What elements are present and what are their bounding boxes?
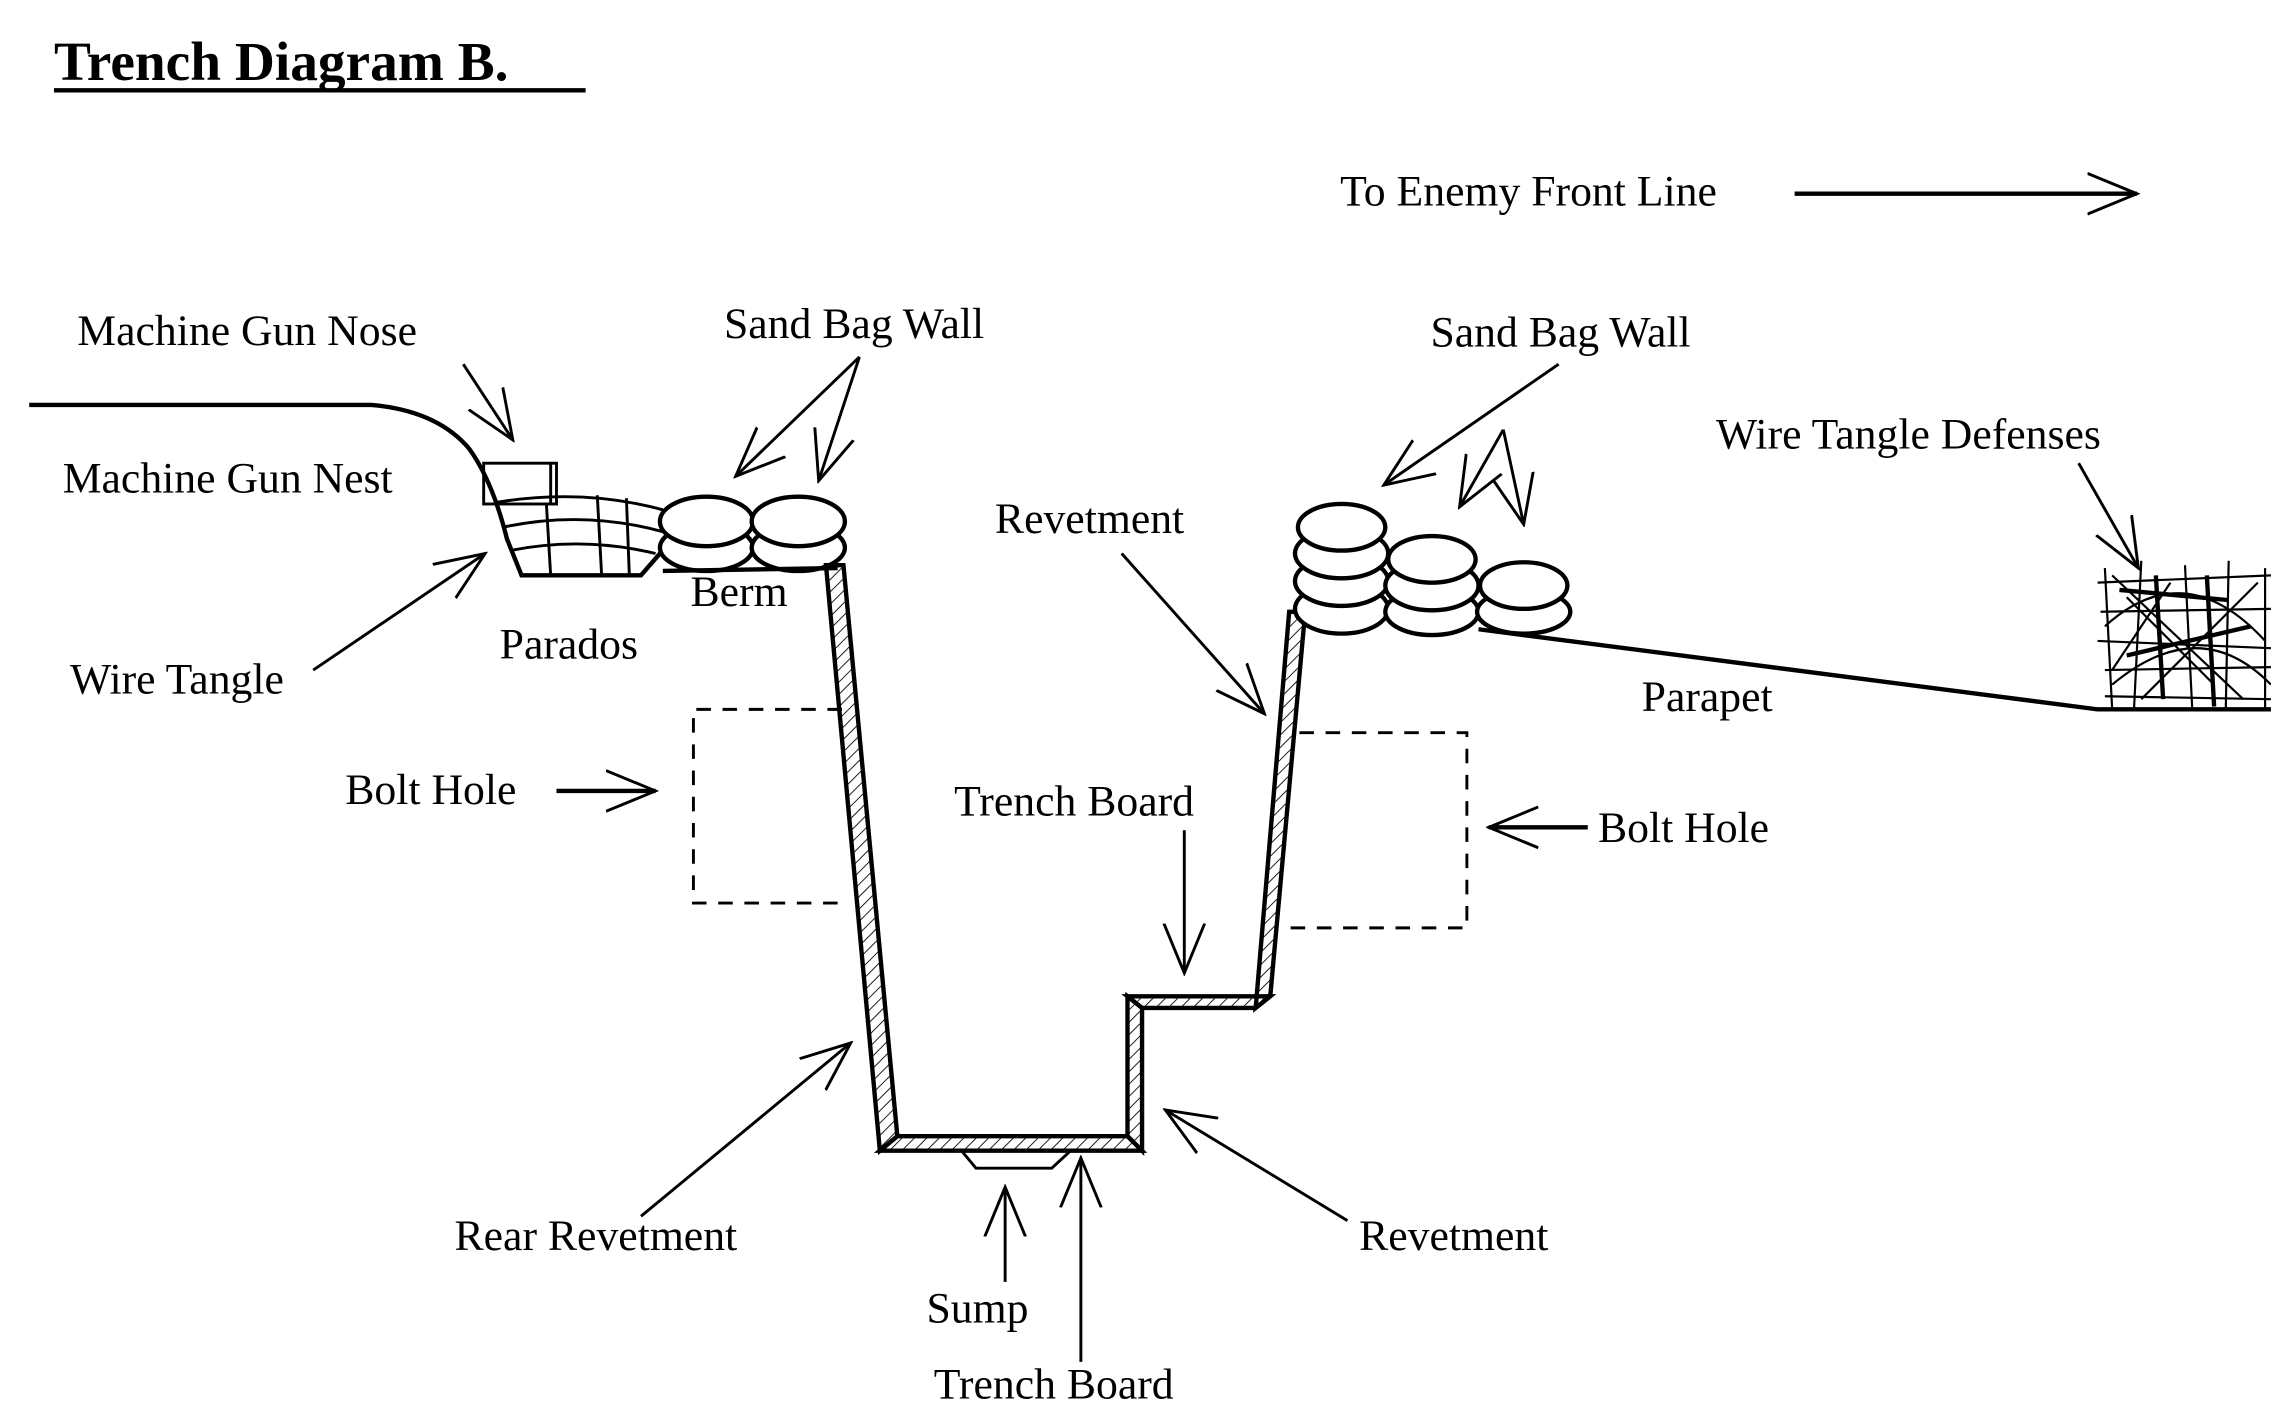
label-berm: Berm [691,568,788,616]
arrow-sandbag-left-1 [736,355,861,476]
label-parapet: Parapet [1642,673,1773,721]
label-enemy-direction: To Enemy Front Line [1340,167,1717,215]
bolt-hole-left [691,707,842,905]
fire-step-board [1121,994,1277,1011]
label-trench-board-floor: Trench Board [934,1360,1174,1408]
trench-floor [873,1133,1148,1153]
arrow-revetment-bottom [1165,1110,1349,1222]
sandbag-wall-right [1292,501,1573,638]
label-parados: Parados [500,620,638,668]
front-revetment-lower [1125,991,1145,1156]
label-mg-nose: Machine Gun Nose [77,307,417,355]
arrow-wire-tangle [312,554,485,672]
label-sump: Sump [926,1285,1028,1333]
label-bolt-hole-right: Bolt Hole [1598,804,1769,852]
arrow-sandbag-right-1 [1384,362,1560,485]
label-wire-defenses: Wire Tangle Defenses [1716,411,2101,459]
bolt-hole-right [1284,731,1469,930]
arrow-sandbag-left-2 [819,356,861,481]
arrow-mg-nose [462,363,513,440]
label-sandbag-right: Sand Bag Wall [1430,309,1690,357]
label-mg-nest: Machine Gun Nest [63,454,393,502]
label-sandbag-left: Sand Bag Wall [724,300,984,348]
rear-revetment-wall [823,562,900,1156]
arrow-rear-revetment [640,1043,851,1218]
arrow-sandbag-right-3 [1503,429,1523,525]
label-rear-revetment: Rear Revetment [455,1212,738,1260]
label-revetment-bottom: Revetment [1359,1212,1548,1260]
sump [960,1149,1072,1170]
label-revetment-top: Revetment [995,495,1184,543]
arrow-revetment-top [1120,552,1265,714]
berm-line [662,565,838,574]
wire-tangle-defenses [2097,560,2271,710]
arrow-sandbag-right-2 [1460,428,1505,507]
ground-left [29,402,672,578]
label-bolt-hole-left: Bolt Hole [345,766,516,814]
diagram-title: Trench Diagram B. [54,31,509,92]
front-revetment-upper [1253,609,1308,1013]
parapet-line [1478,627,2271,712]
machine-gun-nest [482,461,664,576]
sandbag-wall-left [657,494,848,574]
arrow-wire-defenses [2077,462,2139,568]
label-wire-tangle: Wire Tangle [70,655,284,703]
label-trench-board-step: Trench Board [954,778,1194,826]
